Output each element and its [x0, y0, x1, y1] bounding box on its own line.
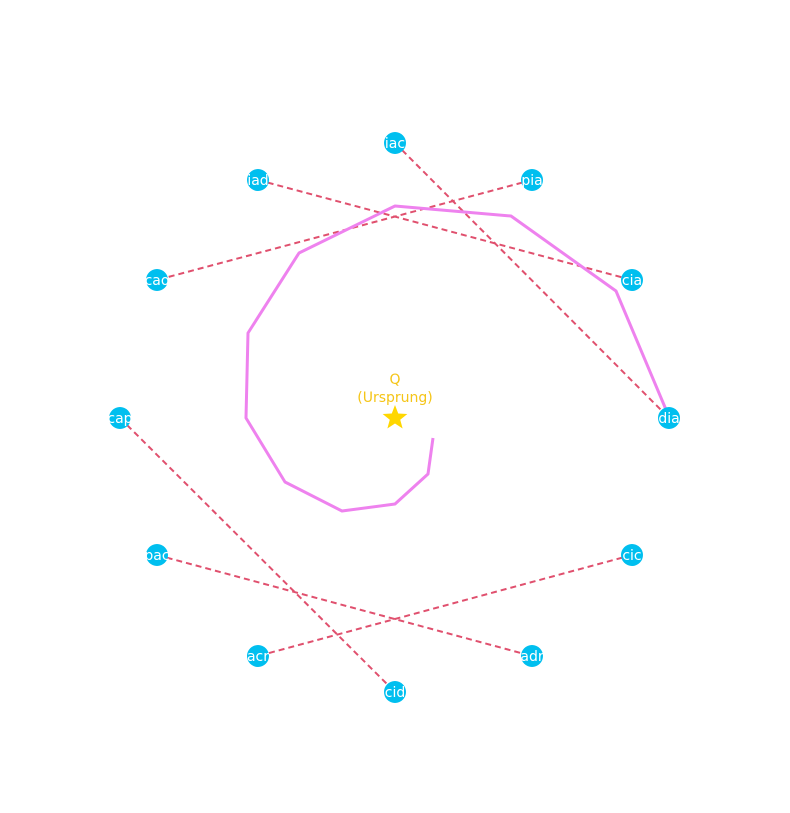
node-label: iac [385, 136, 405, 152]
node-label: cic [622, 548, 641, 564]
edge-cap-cid [119, 417, 396, 693]
node-acr: acr [247, 645, 269, 667]
node-circle [384, 132, 406, 154]
edge-iac-dia [394, 142, 670, 419]
node-circle [658, 407, 680, 429]
node-circle [621, 269, 643, 291]
node-cap: cap [107, 407, 133, 429]
nodes-layer: iac pia cia dia cic adr cid acr pac cap cao iad [107, 132, 680, 703]
node-label: dia [658, 411, 679, 427]
edge-iad-cia [257, 179, 633, 281]
node-pia: pia [521, 169, 543, 191]
node-cia: cia [621, 269, 643, 291]
node-dia: dia [658, 407, 680, 429]
node-circle [146, 269, 168, 291]
node-circle [247, 169, 269, 191]
edge-pac-adr [156, 554, 533, 657]
origin-label-line2: (Ursprung) [357, 390, 433, 406]
node-circle [521, 169, 543, 191]
node-circle [146, 544, 168, 566]
node-iad: iad [247, 169, 269, 191]
node-cao: cao [145, 269, 170, 291]
node-cic: cic [621, 544, 643, 566]
node-label: acr [247, 649, 269, 665]
node-pac: pac [144, 544, 170, 566]
node-adr: adr [520, 645, 544, 667]
node-label: cid [385, 685, 405, 701]
node-label: adr [520, 649, 543, 665]
spiral-path [244, 204, 669, 513]
edge-cic-acr [257, 554, 633, 657]
node-label: cao [145, 273, 170, 289]
star-icon [382, 405, 408, 429]
node-circle [621, 544, 643, 566]
node-circle [384, 681, 406, 703]
node-circle [109, 407, 131, 429]
node-label: pia [521, 173, 542, 189]
origin-label-line1: Q [389, 372, 400, 388]
node-label: cap [107, 411, 132, 427]
node-label: cia [622, 273, 642, 289]
origin-marker: Q (Ursprung) [357, 372, 433, 429]
node-label: pac [144, 548, 169, 564]
node-iac: iac [384, 132, 406, 154]
node-circle [521, 645, 543, 667]
node-cid: cid [384, 681, 406, 703]
node-label: iad [247, 173, 268, 189]
node-circle [247, 645, 269, 667]
